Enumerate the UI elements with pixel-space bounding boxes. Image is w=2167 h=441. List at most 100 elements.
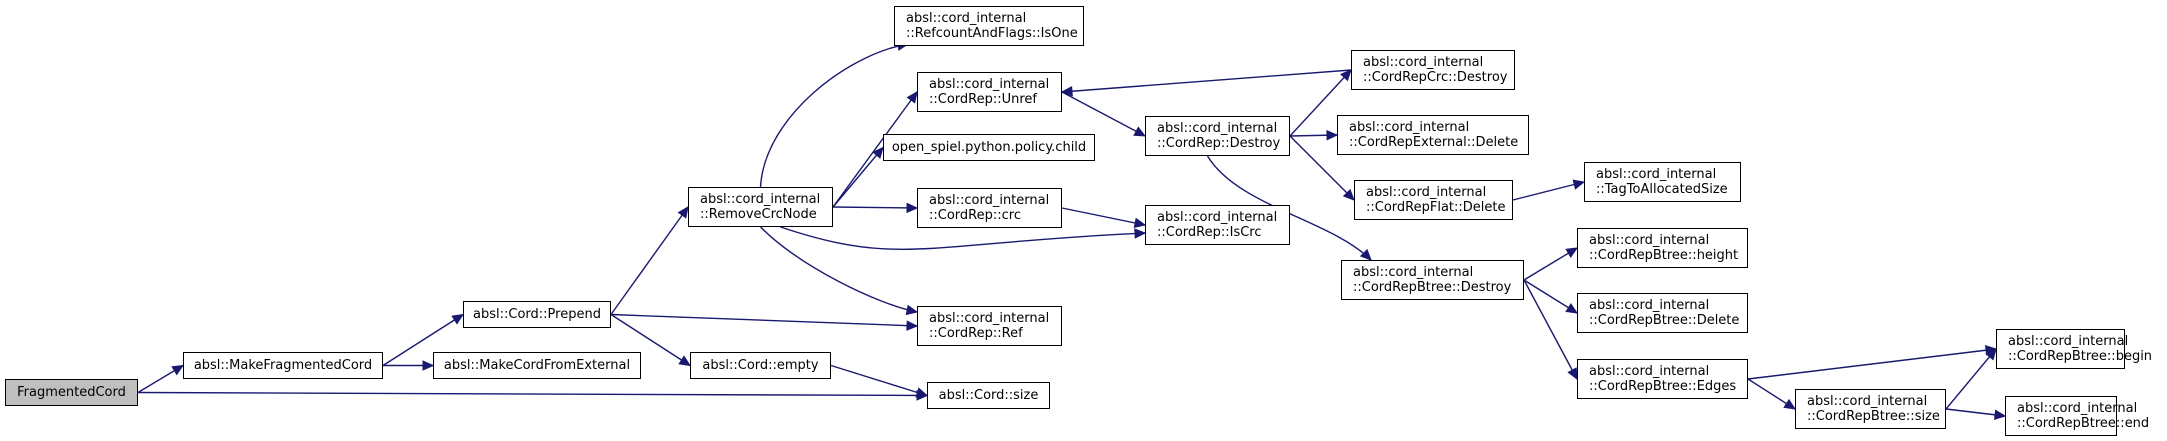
- node-cordrep-destroy-line1: absl::cord_internal: [1157, 121, 1278, 136]
- node-fragmented-cord: FragmentedCord: [5, 379, 138, 406]
- node-cordrepbtree-destroy-line2: ::CordRepBtree::Destroy: [1353, 280, 1512, 295]
- node-cordrep-unref[interactable]: absl::cord_internal ::CordRep::Unref: [917, 72, 1062, 112]
- arrowhead-cordrepbtree-height: [1565, 247, 1579, 258]
- arrowhead-cordrepbtree-end: [1993, 409, 2007, 420]
- edge-cordrep-destroy-to-cordrepcrc-destroy: [1289, 69, 1352, 137]
- node-cordrepbtree-size-line1: absl::cord_internal: [1807, 394, 1928, 409]
- edge-cordrep-crc-to-cordrep-iscrc: [1061, 207, 1146, 226]
- node-cordrepbtree-size[interactable]: absl::cord_internal ::CordRepBtree::size: [1795, 389, 1946, 429]
- arrowhead-cord-empty: [678, 355, 692, 367]
- edge-remove-crc-node-to-policy-child: [832, 147, 884, 208]
- node-cordrep-destroy-line2: ::CordRep::Destroy: [1157, 136, 1281, 151]
- node-make-cord-from-external[interactable]: absl::MakeCordFromExternal: [433, 352, 641, 379]
- node-cordrepbtree-delete[interactable]: absl::cord_internal ::CordRepBtree::Dele…: [1577, 293, 1748, 333]
- arrowhead-cordrepexternal-delete: [1326, 129, 1339, 141]
- edge-cordrep-unref-to-cordrep-destroy: [1061, 91, 1146, 137]
- node-cordrep-ref-line2: ::CordRep::Ref: [929, 326, 1023, 341]
- node-cordrep-ref[interactable]: absl::cord_internal ::CordRep::Ref: [917, 306, 1062, 346]
- node-policy-child[interactable]: open_spiel.python.policy.child: [883, 134, 1095, 161]
- arrowhead-cordrep-unref: [906, 91, 918, 104]
- node-cordrepflat-delete[interactable]: absl::cord_internal ::CordRepFlat::Delet…: [1354, 180, 1513, 220]
- arrowhead-cordrepflat-delete: [1342, 188, 1355, 201]
- arrowhead-cordrepbtree-destroy: [1359, 248, 1372, 261]
- node-tag-to-allocated-size-line1: absl::cord_internal: [1596, 167, 1717, 182]
- node-cordrepbtree-destroy[interactable]: absl::cord_internal ::CordRepBtree::Dest…: [1341, 260, 1524, 300]
- node-cordrepcrc-destroy-line1: absl::cord_internal: [1363, 55, 1484, 70]
- edge-remove-crc-node-to-cordrep-ref: [760, 226, 918, 313]
- arrowhead-cordrepbtree-size: [1783, 398, 1797, 410]
- edge-cordrepbtree-destroy-to-cordrepbtree-edges: [1523, 279, 1578, 380]
- node-cordrepflat-delete-line2: ::CordRepFlat::Delete: [1366, 200, 1506, 215]
- arrowhead-make-fragmented-cord: [171, 364, 185, 376]
- edge-cord-prepend-to-remove-crc-node: [610, 206, 689, 315]
- node-cord-prepend-label: absl::Cord::Prepend: [473, 307, 601, 322]
- node-tag-to-allocated-size[interactable]: absl::cord_internal ::TagToAllocatedSize: [1584, 162, 1741, 202]
- node-cordrepexternal-delete-line1: absl::cord_internal: [1349, 120, 1470, 135]
- node-make-cord-from-external-label: absl::MakeCordFromExternal: [443, 358, 631, 373]
- node-cordrep-destroy[interactable]: absl::cord_internal ::CordRep::Destroy: [1145, 116, 1290, 156]
- arrowhead-cordrep-iscrc: [1134, 228, 1147, 239]
- node-make-fragmented-cord-label: absl::MakeFragmentedCord: [193, 358, 373, 373]
- node-cord-size[interactable]: absl::Cord::size: [927, 382, 1050, 409]
- node-cord-empty[interactable]: absl::Cord::empty: [690, 352, 831, 379]
- node-cordrep-unref-line1: absl::cord_internal: [929, 77, 1050, 92]
- edge-remove-crc-node-to-cordrep-crc: [832, 206, 918, 209]
- node-cordrepbtree-edges[interactable]: absl::cord_internal ::CordRepBtree::Edge…: [1577, 359, 1748, 399]
- node-remove-crc-node-line1: absl::cord_internal: [700, 192, 821, 207]
- node-cord-size-label: absl::Cord::size: [938, 388, 1039, 403]
- node-cordrepbtree-delete-line1: absl::cord_internal: [1589, 298, 1710, 313]
- node-cordrepexternal-delete[interactable]: absl::cord_internal ::CordRepExternal::D…: [1337, 115, 1529, 155]
- node-cordrepbtree-size-line2: ::CordRepBtree::size: [1807, 409, 1940, 424]
- arrowhead-tag-to-allocated-size: [1572, 179, 1586, 190]
- arrowhead-policy-child: [872, 146, 884, 159]
- node-cordrepbtree-begin[interactable]: absl::cord_internal ::CordRepBtree::begi…: [1996, 329, 2152, 369]
- node-cordrep-crc-line2: ::CordRep::crc: [929, 208, 1021, 223]
- call-edge-arrowheads: [171, 40, 2007, 420]
- arrowhead-cordrep-destroy: [1133, 126, 1147, 137]
- node-cordrepbtree-begin-line1: absl::cord_internal: [2008, 334, 2129, 349]
- node-cordrepcrc-destroy[interactable]: absl::cord_internal ::CordRepCrc::Destro…: [1351, 50, 1515, 90]
- arrowhead-cordrep-ref: [906, 320, 919, 331]
- arrowhead-cordrepcrc-destroy: [1340, 69, 1352, 82]
- node-remove-crc-node-line2: ::RemoveCrcNode: [700, 207, 817, 222]
- arrowhead-cordrepbtree-begin: [1985, 348, 1997, 361]
- arrowhead-cord-prepend: [451, 313, 465, 325]
- arrowhead-cord-size: [915, 387, 929, 398]
- node-cord-empty-label: absl::Cord::empty: [702, 358, 819, 373]
- node-cordrepcrc-destroy-line2: ::CordRepCrc::Destroy: [1363, 70, 1508, 85]
- arrowhead-cordrep-ref: [905, 304, 919, 316]
- node-cordrepbtree-delete-line2: ::CordRepBtree::Delete: [1589, 313, 1740, 328]
- node-cordrep-ref-line1: absl::cord_internal: [929, 311, 1050, 326]
- edge-remove-crc-node-to-cordrep-iscrc: [780, 226, 1146, 250]
- arrowhead-cordrep-crc: [906, 202, 919, 214]
- node-cordrepbtree-end-line1: absl::cord_internal: [2017, 401, 2138, 416]
- arrowhead-cordrep-unref: [1060, 85, 1073, 97]
- node-cordrep-crc[interactable]: absl::cord_internal ::CordRep::crc: [917, 188, 1062, 228]
- node-refcount-is-one[interactable]: absl::cord_internal ::RefcountAndFlags::…: [894, 6, 1084, 46]
- node-tag-to-allocated-size-line2: ::TagToAllocatedSize: [1596, 182, 1728, 197]
- edge-cord-empty-to-cord-size: [830, 364, 928, 397]
- arrowhead-cordrep-iscrc: [1133, 217, 1147, 229]
- arrowhead-cordrepbtree-edges: [1567, 367, 1578, 381]
- node-cordrep-unref-line2: ::CordRep::Unref: [929, 92, 1038, 107]
- node-cordrep-iscrc-line1: absl::cord_internal: [1157, 210, 1278, 225]
- edge-cord-prepend-to-cordrep-ref: [610, 313, 918, 327]
- node-cordrep-crc-line1: absl::cord_internal: [929, 193, 1050, 208]
- node-make-fragmented-cord[interactable]: absl::MakeFragmentedCord: [183, 352, 383, 379]
- node-cord-prepend[interactable]: absl::Cord::Prepend: [463, 301, 611, 328]
- edge-cordrepcrc-destroy-to-cordrep-unref: [1061, 69, 1352, 93]
- node-remove-crc-node[interactable]: absl::cord_internal ::RemoveCrcNode: [688, 187, 833, 227]
- edge-cordrepbtree-size-to-cordrepbtree-begin: [1945, 348, 1997, 410]
- edge-fragmented-cord-to-cord-size: [137, 391, 928, 397]
- edge-cordrep-destroy-to-cordrepflat-delete: [1289, 135, 1355, 201]
- arrowhead-cordrepbtree-delete: [1565, 302, 1579, 314]
- edge-remove-crc-node-to-refcount-is-one: [759, 43, 909, 188]
- node-cordrepbtree-height[interactable]: absl::cord_internal ::CordRepBtree::heig…: [1577, 228, 1748, 268]
- node-cordrepbtree-end-line2: ::CordRepBtree::end: [2017, 416, 2150, 431]
- node-cordrepbtree-edges-line2: ::CordRepBtree::Edges: [1589, 379, 1737, 394]
- node-cordrepbtree-end[interactable]: absl::cord_internal ::CordRepBtree::end: [2005, 396, 2149, 436]
- node-policy-child-label: open_spiel.python.policy.child: [891, 140, 1087, 155]
- node-cordrep-iscrc[interactable]: absl::cord_internal ::CordRep::IsCrc: [1145, 205, 1290, 245]
- edge-cord-prepend-to-cord-empty: [610, 313, 691, 367]
